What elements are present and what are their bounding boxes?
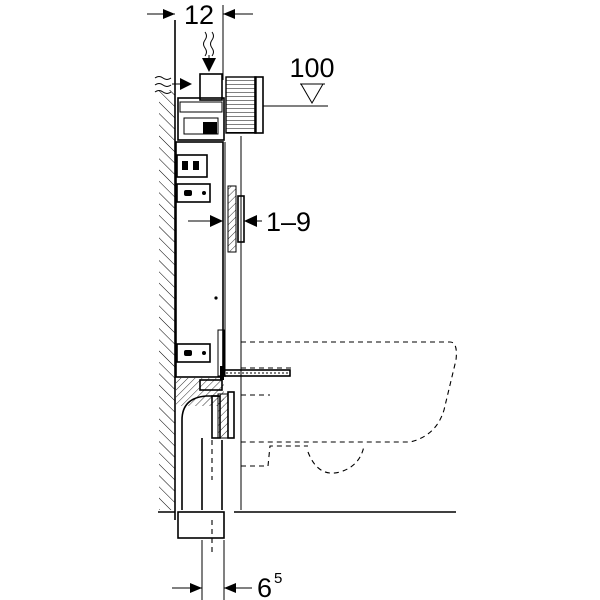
dimension-bottom-label: 6: [257, 573, 272, 600]
drain-pipe: [176, 378, 235, 555]
flush-plate: [227, 136, 245, 510]
threaded-rod: [220, 366, 291, 380]
air-flow-icon: [154, 31, 216, 94]
level-marker: 100: [263, 53, 335, 107]
dimension-bottom: 6 5: [172, 540, 282, 600]
dimension-middle: 1–9: [188, 207, 311, 237]
level-label: 100: [289, 53, 334, 83]
dimension-top-label: 12: [184, 0, 214, 30]
cistern: [177, 73, 264, 141]
wall: [159, 20, 176, 520]
dimension-top: 12: [147, 0, 253, 80]
wc-pan: [241, 341, 457, 474]
dimension-middle-label: 1–9: [266, 207, 311, 237]
installation-frame: [175, 141, 226, 378]
dimension-bottom-superscript: 5: [274, 570, 282, 587]
